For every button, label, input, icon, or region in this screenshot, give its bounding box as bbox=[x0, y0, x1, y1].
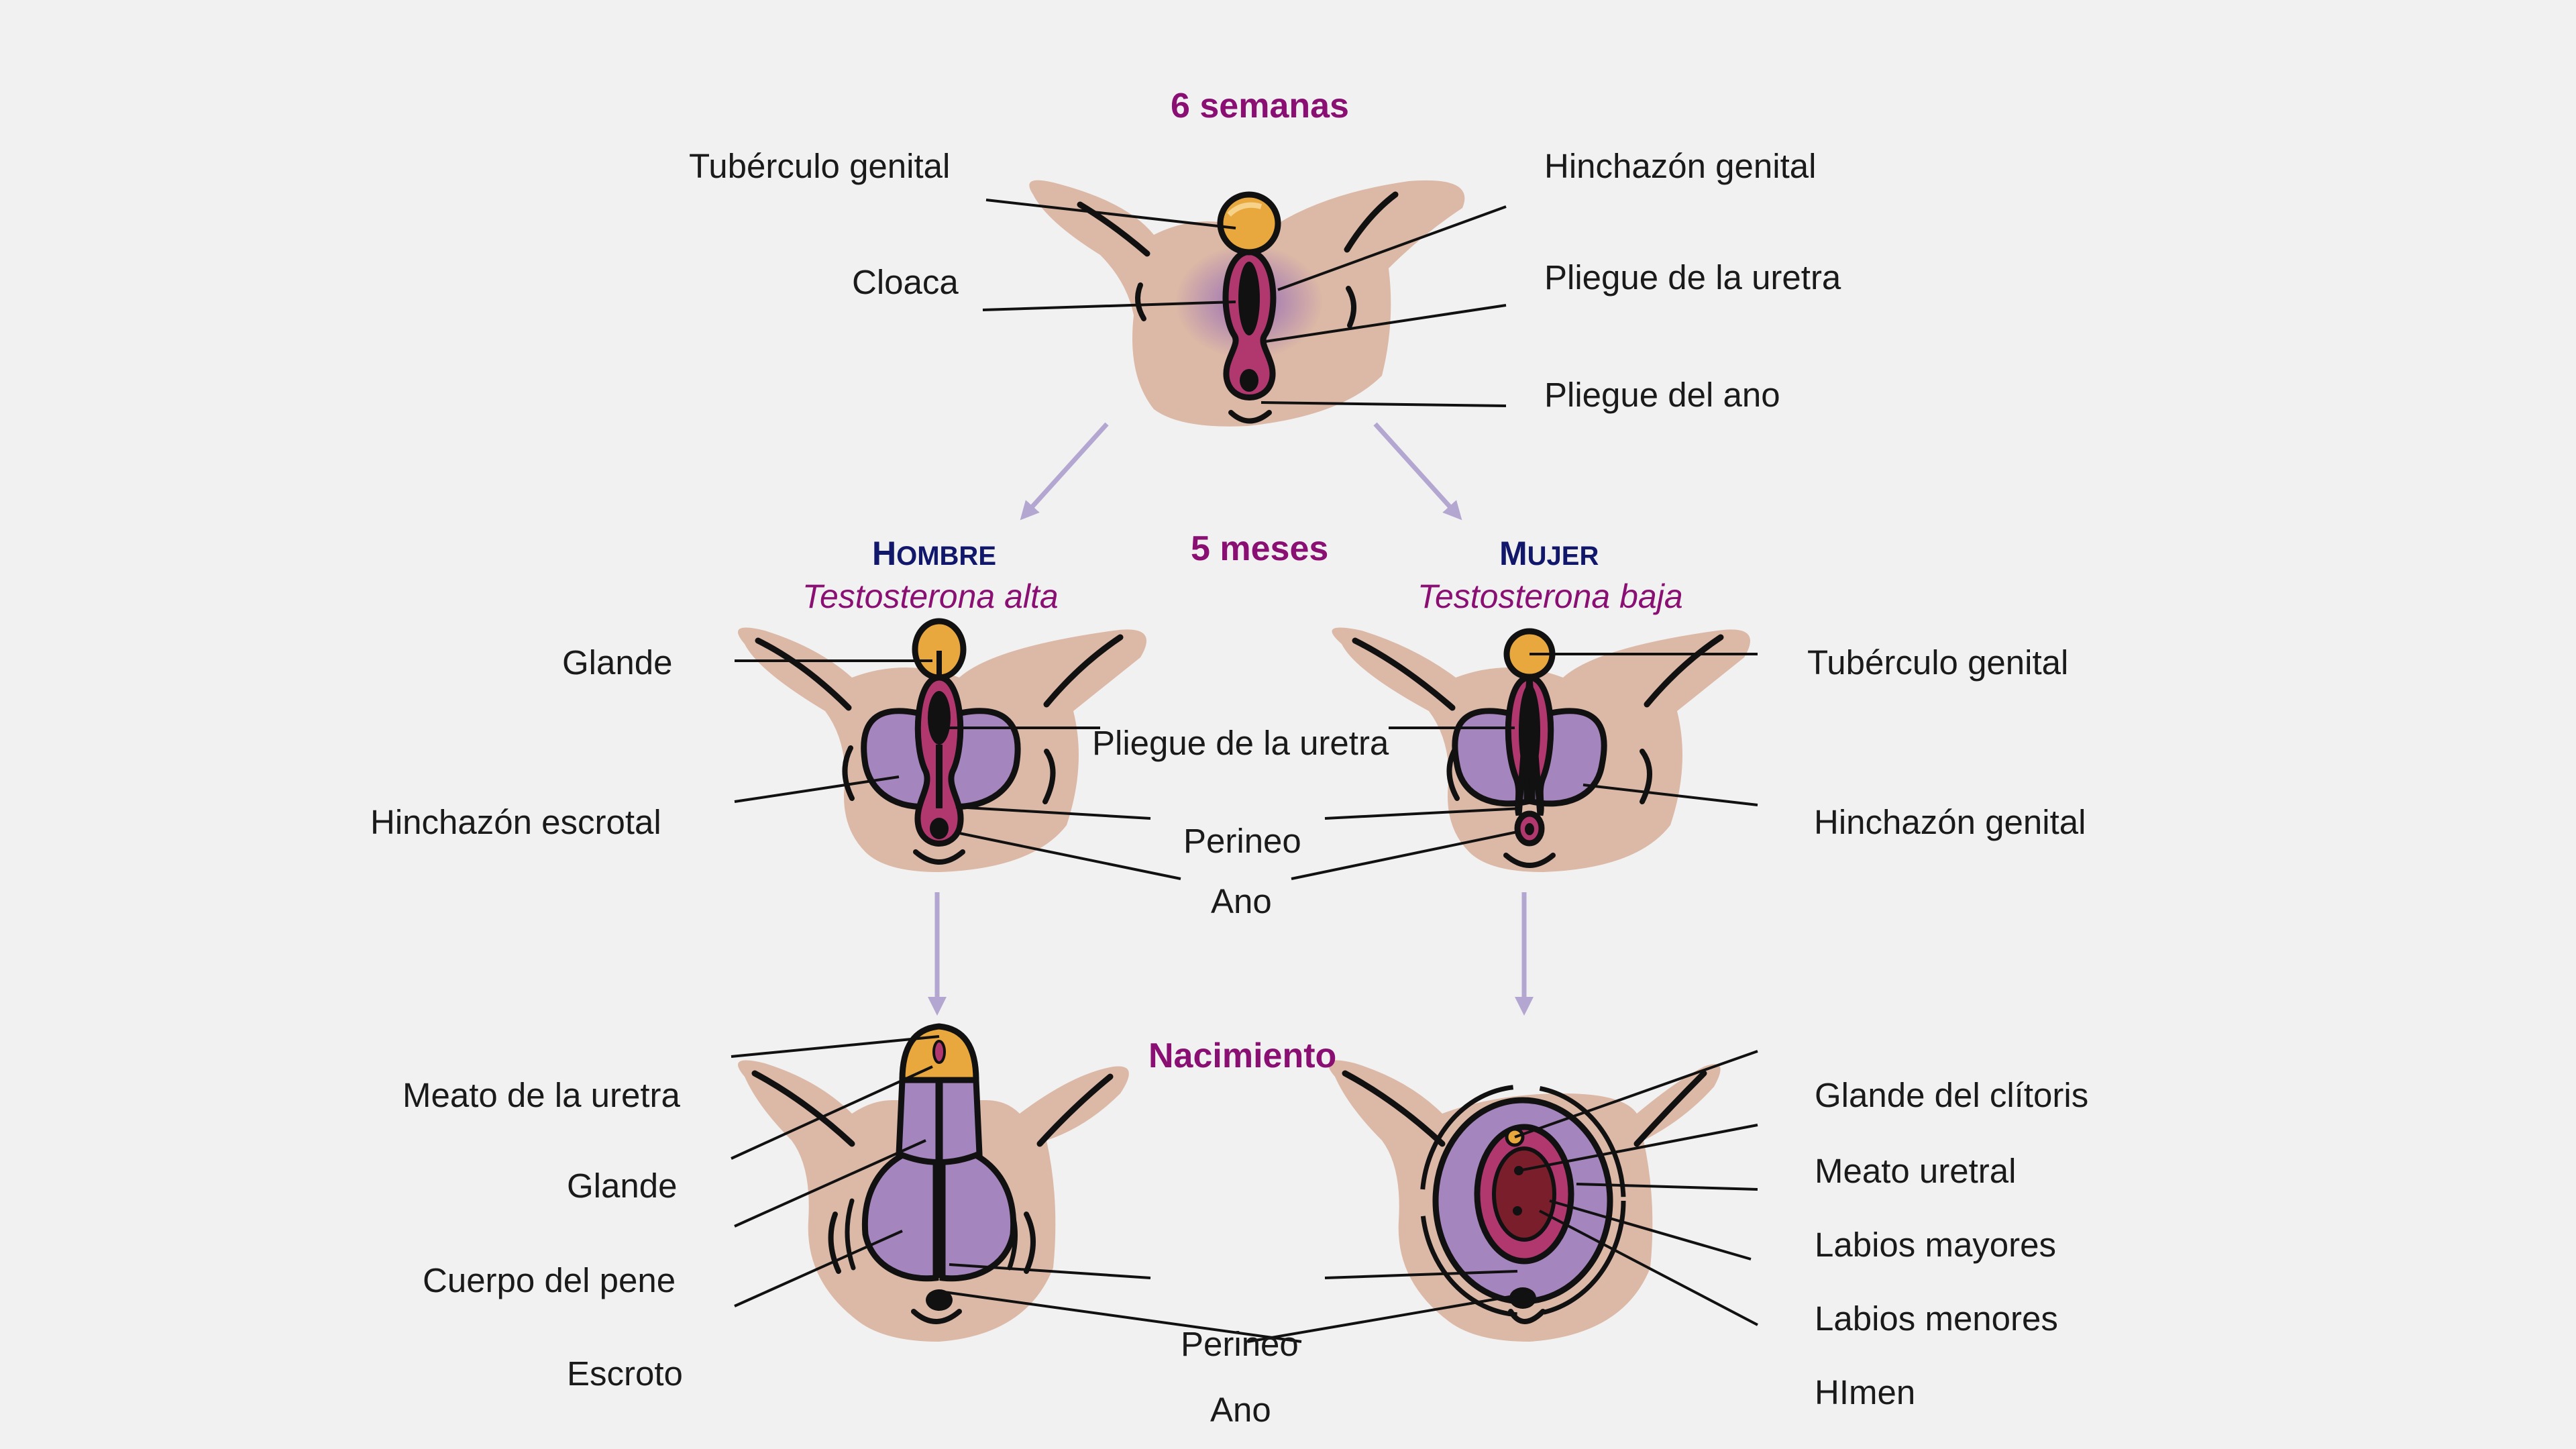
stage-5-months: 5 meses bbox=[1191, 529, 1329, 568]
female-heading-initial: M bbox=[1499, 535, 1527, 572]
label-urethral-meatus-f: Meato uretral bbox=[1815, 1152, 2017, 1190]
label-genital-swelling-5m: Hinchazón genital bbox=[1814, 803, 2086, 841]
stage-6-weeks: 6 semanas bbox=[1171, 87, 1349, 125]
label-labia-majora: Labios mayores bbox=[1815, 1226, 2057, 1264]
figure-6-weeks bbox=[1029, 180, 1465, 427]
label-scrotal-swelling: Hinchazón escrotal bbox=[370, 803, 661, 841]
label-penis-body: Cuerpo del pene bbox=[423, 1261, 676, 1299]
label-anus-5m: Ano bbox=[1211, 882, 1272, 920]
male-heading-initial: H bbox=[872, 535, 897, 572]
figure-birth-female bbox=[1328, 1060, 1721, 1342]
stage-birth: Nacimiento bbox=[1148, 1036, 1337, 1075]
label-anus-birth: Ano bbox=[1210, 1391, 1271, 1429]
label-anal-fold: Pliegue del ano bbox=[1544, 376, 1780, 414]
male-hormone: Testosterona alta bbox=[802, 578, 1059, 615]
label-perineum-birth: Perineo bbox=[1181, 1325, 1299, 1363]
label-genital-tubercle-6w: Tubérculo genital bbox=[689, 147, 951, 185]
label-glans-5m: Glande bbox=[562, 643, 673, 682]
label-scrotum: Escroto bbox=[567, 1354, 683, 1393]
label-labia-minora: Labios menores bbox=[1815, 1299, 2058, 1338]
figure-birth-male bbox=[738, 1023, 1129, 1342]
label-perineum-5m: Perineo bbox=[1183, 822, 1301, 860]
male-heading: HOMBRE bbox=[872, 537, 996, 570]
label-urethral-fold-6w: Pliegue de la uretra bbox=[1544, 258, 1841, 297]
figure-5-months-female bbox=[1332, 627, 1750, 872]
male-heading-rest: OMBRE bbox=[896, 541, 996, 571]
label-urethral-fold-5m: Pliegue de la uretra bbox=[1092, 724, 1389, 762]
label-genital-tubercle-5m: Tubérculo genital bbox=[1807, 643, 2069, 682]
label-clitoris-glans: Glande del clítoris bbox=[1815, 1076, 2089, 1114]
label-cloaca: Cloaca bbox=[852, 263, 959, 301]
label-hymen: HImen bbox=[1815, 1373, 1916, 1411]
figure-5-months-male bbox=[738, 618, 1146, 872]
leader-lines bbox=[731, 199, 1758, 1343]
female-hormone: Testosterona baja bbox=[1417, 578, 1683, 615]
label-glans-birth: Glande bbox=[567, 1167, 678, 1205]
female-heading: MUJER bbox=[1499, 537, 1599, 570]
female-heading-rest: UJER bbox=[1527, 541, 1599, 571]
label-urethral-meatus-m: Meato de la uretra bbox=[402, 1076, 680, 1114]
flow-arrows bbox=[928, 422, 1534, 1016]
label-genital-swelling-6w: Hinchazón genital bbox=[1544, 147, 1817, 185]
